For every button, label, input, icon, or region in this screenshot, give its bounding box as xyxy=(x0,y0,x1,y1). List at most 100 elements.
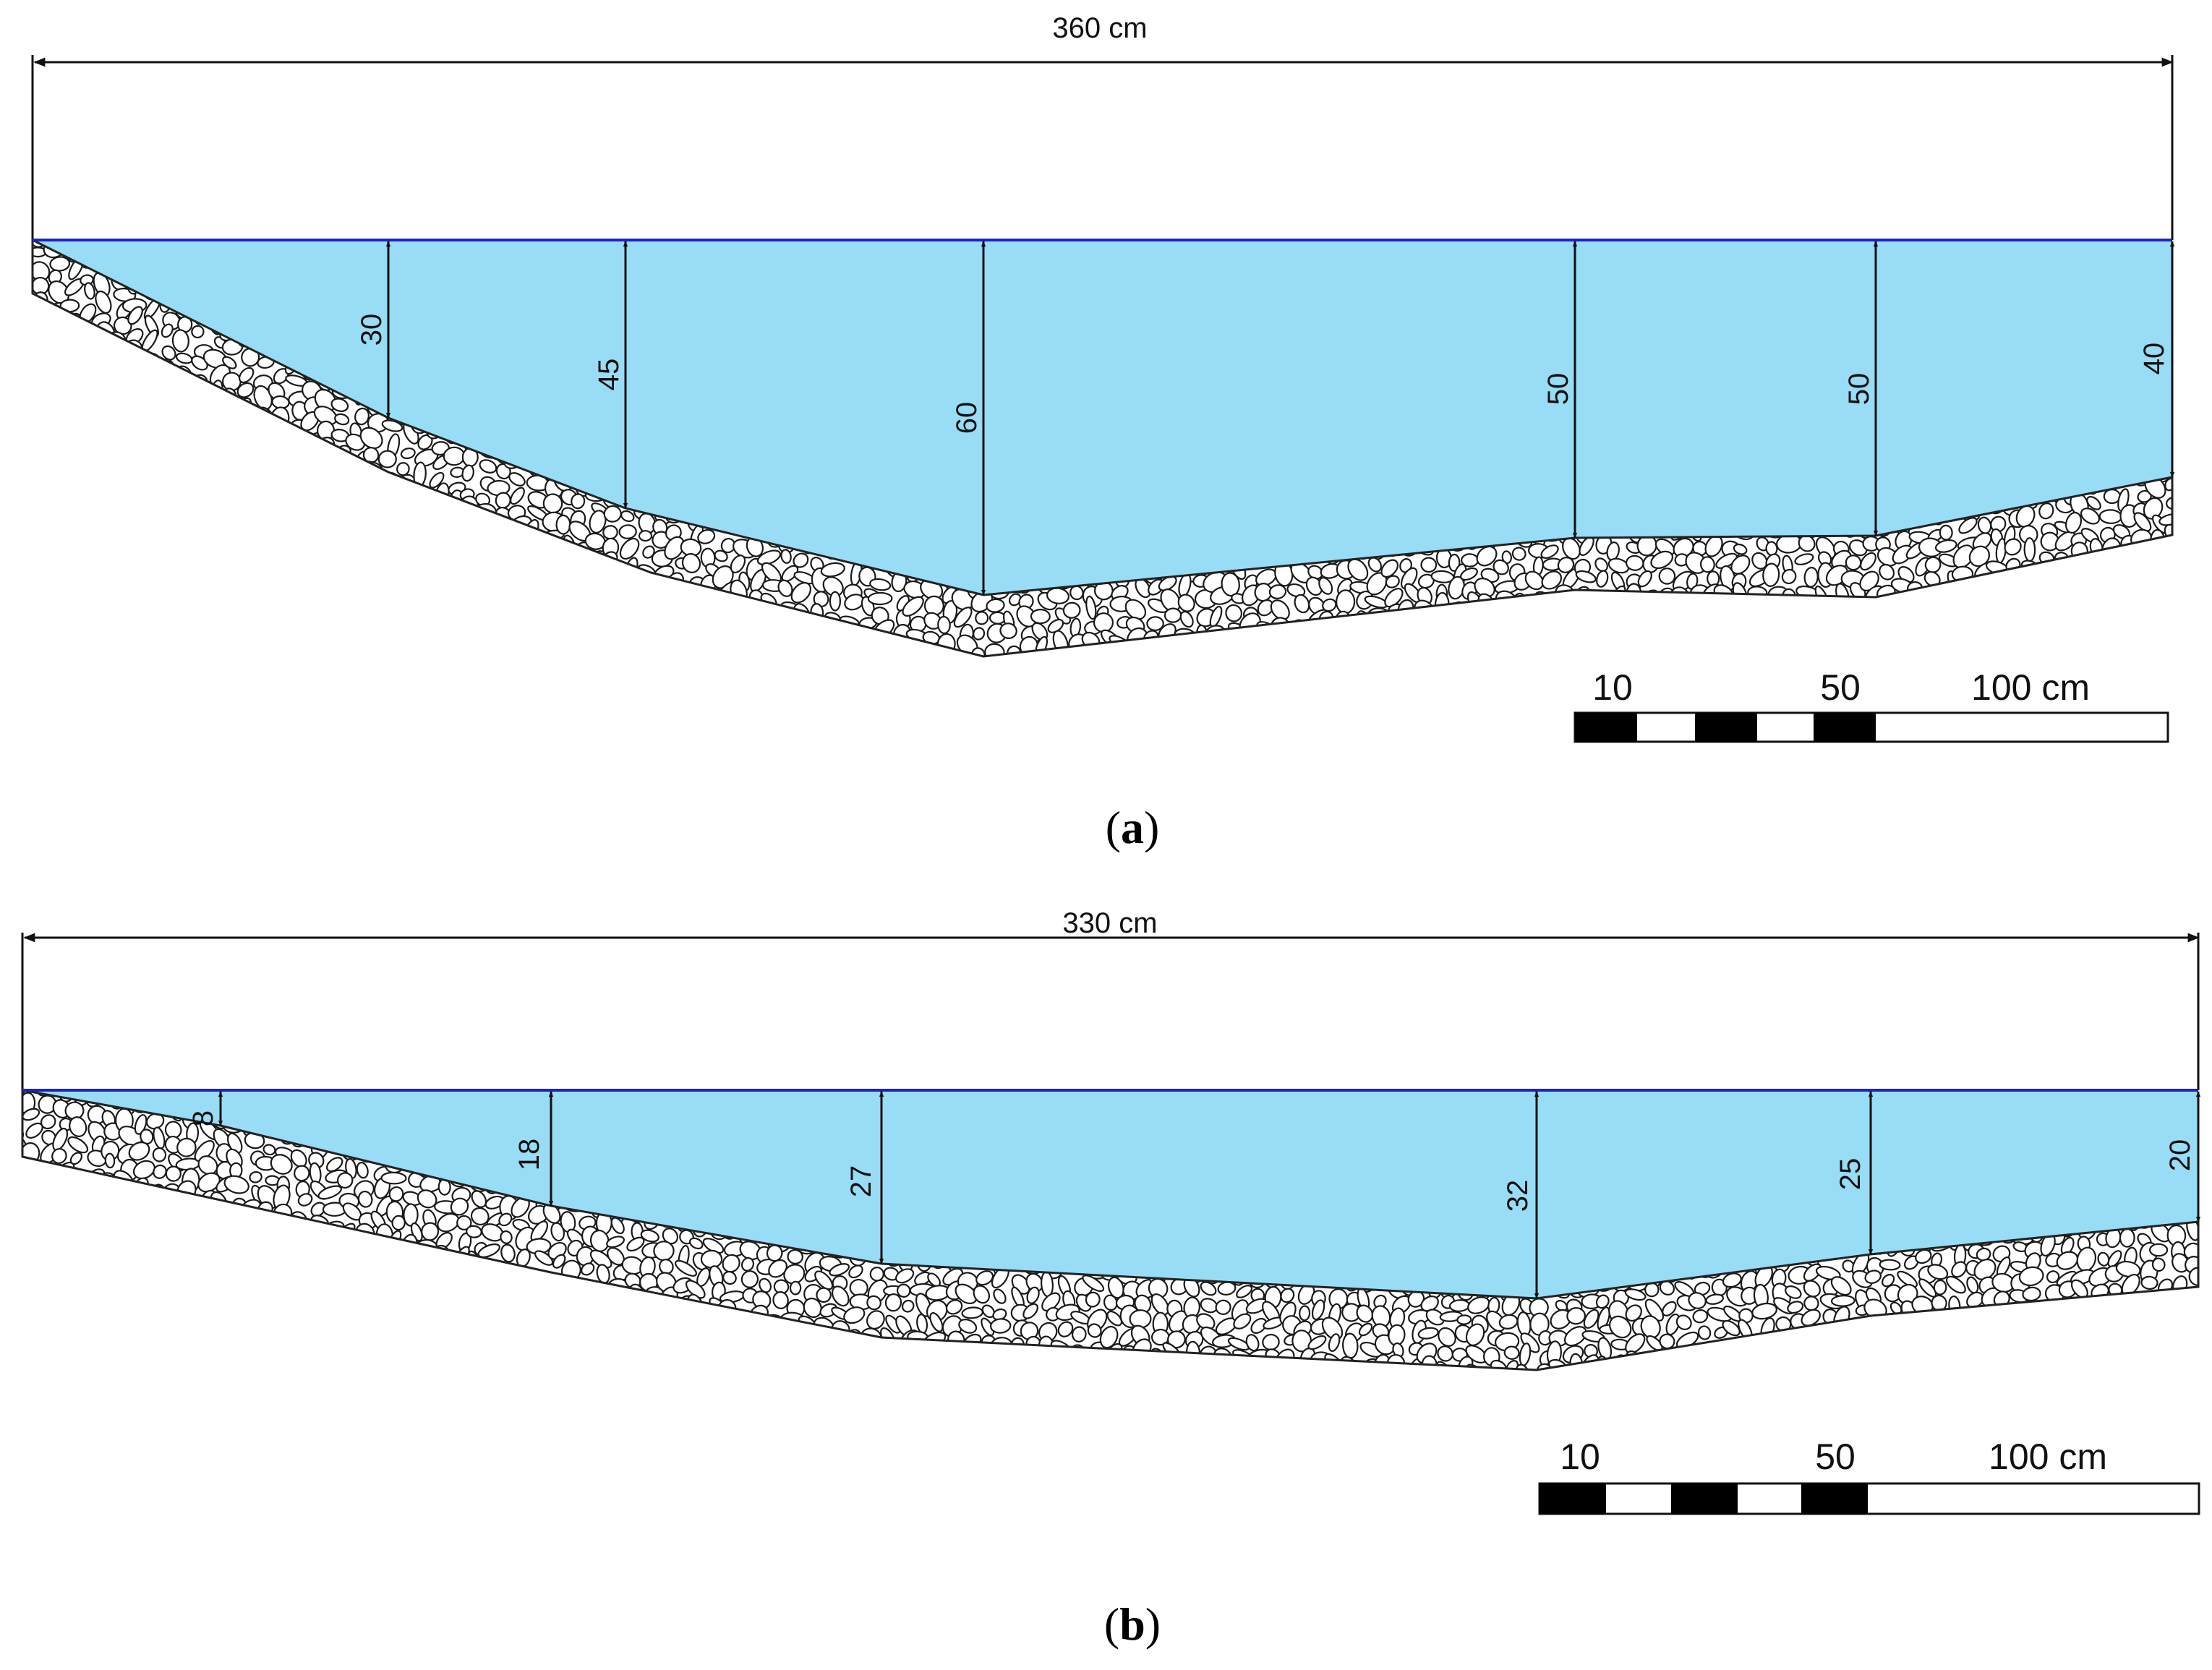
stone-icon xyxy=(1311,1299,1325,1321)
stone-icon xyxy=(1448,1299,1470,1312)
stone-icon xyxy=(973,1285,991,1304)
stone-icon xyxy=(1335,589,1356,615)
stone-icon xyxy=(270,1154,293,1175)
stone-icon xyxy=(993,1288,1007,1304)
stone-icon xyxy=(450,1197,469,1216)
stone-icon xyxy=(1425,1309,1445,1326)
stone-icon xyxy=(1461,553,1479,568)
stone-icon xyxy=(1196,1313,1216,1330)
stone-icon xyxy=(768,1259,788,1278)
stone-icon xyxy=(1026,1286,1040,1304)
stone-icon xyxy=(653,1241,675,1262)
stone-icon xyxy=(681,553,701,573)
stone-icon xyxy=(1082,1275,1105,1292)
stone-icon xyxy=(1933,1279,1947,1296)
stone-icon xyxy=(104,1152,116,1169)
stone-icon xyxy=(127,306,143,325)
depth-label-b-2: 18 xyxy=(513,1139,545,1171)
stone-icon xyxy=(443,446,466,466)
stone-icon xyxy=(477,1243,500,1258)
stone-icon xyxy=(2164,477,2172,492)
stone-icon xyxy=(1286,583,1306,598)
stone-icon xyxy=(1,1104,22,1125)
stone-icon xyxy=(500,1243,516,1263)
stone-icon xyxy=(471,1190,487,1208)
stone-icon xyxy=(1358,1322,1373,1337)
stone-icon xyxy=(1637,570,1652,588)
stone-icon xyxy=(1099,1325,1119,1349)
stone-icon xyxy=(2140,1275,2158,1290)
stone-icon xyxy=(1200,1281,1217,1296)
stone-icon xyxy=(1158,575,1177,591)
stone-icon xyxy=(1524,570,1544,591)
stone-icon xyxy=(1225,604,1243,622)
stone-icon xyxy=(740,1256,755,1272)
stone-icon xyxy=(17,261,27,278)
stone-icon xyxy=(1594,557,1608,573)
stone-icon xyxy=(2097,1251,2110,1267)
stone-icon xyxy=(1575,570,1597,583)
stone-icon xyxy=(534,1250,554,1266)
stone-icon xyxy=(1328,1333,1341,1352)
stone-icon xyxy=(1380,559,1398,578)
stone-icon xyxy=(1644,1298,1664,1322)
stone-icon xyxy=(1669,586,1689,607)
stone-icon xyxy=(1511,547,1526,561)
stone-icon xyxy=(500,1230,513,1244)
stone-icon xyxy=(1030,608,1051,625)
stone-icon xyxy=(1503,1345,1520,1360)
stone-icon xyxy=(380,1171,407,1185)
stone-icon xyxy=(1399,558,1412,573)
stone-icon xyxy=(69,1152,83,1165)
stone-icon xyxy=(975,1270,994,1286)
stone-icon xyxy=(700,1249,723,1269)
stone-icon xyxy=(1733,543,1748,555)
stone-icon xyxy=(1179,610,1194,628)
stone-icon xyxy=(456,1215,472,1230)
stone-icon xyxy=(334,413,350,426)
scale-label-a-1: 10 xyxy=(1592,667,1633,708)
stone-icon xyxy=(1626,554,1644,571)
stone-icon xyxy=(1787,1301,1804,1314)
stone-icon xyxy=(866,1310,885,1329)
stone-icon xyxy=(602,525,618,540)
stone-icon xyxy=(955,1283,978,1305)
stone-icon xyxy=(814,1270,834,1290)
stone-icon xyxy=(336,1172,354,1189)
stone-icon xyxy=(359,427,383,450)
stone-icon xyxy=(894,1268,915,1284)
stone-icon xyxy=(152,1147,167,1162)
stone-icon xyxy=(294,1165,310,1182)
stone-icon xyxy=(589,510,607,534)
stone-icon xyxy=(1659,1280,1675,1296)
stone-icon xyxy=(2004,538,2022,556)
stone-icon xyxy=(1591,590,1606,607)
stone-icon xyxy=(128,1142,150,1161)
stone-icon xyxy=(990,1318,1012,1334)
stone-icon xyxy=(67,1136,89,1154)
stone-icon xyxy=(685,1280,706,1299)
stone-icon xyxy=(1555,1300,1568,1312)
stone-icon xyxy=(589,1249,612,1269)
stone-icon xyxy=(1715,552,1738,569)
stone-icon xyxy=(1294,594,1310,614)
stone-icon xyxy=(2149,1243,2169,1257)
stone-icon xyxy=(1563,1326,1587,1347)
stone-icon xyxy=(236,382,255,398)
scale-label-b-1: 10 xyxy=(1560,1436,1600,1477)
stone-icon xyxy=(223,1175,249,1194)
stone-icon xyxy=(1722,1272,1742,1288)
stone-icon xyxy=(1675,1314,1692,1330)
stone-icon xyxy=(310,1202,326,1217)
stone-icon xyxy=(816,1287,832,1303)
stone-icon xyxy=(1694,1281,1711,1296)
stone-icon xyxy=(1722,1319,1741,1337)
stone-icon xyxy=(936,633,956,655)
stone-icon xyxy=(790,582,812,604)
stone-icon xyxy=(620,510,635,523)
stone-icon xyxy=(1417,1327,1439,1340)
stone-icon xyxy=(40,1114,56,1130)
stone-icon xyxy=(400,448,416,460)
stone-icon xyxy=(2046,1270,2060,1284)
